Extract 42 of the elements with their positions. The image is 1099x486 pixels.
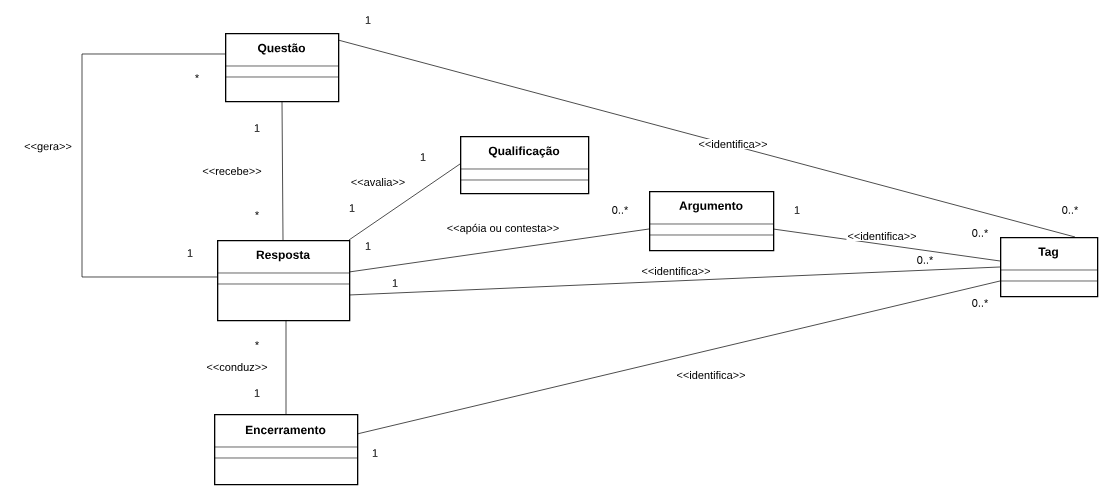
class-box: Argumento [648, 191, 775, 252]
association-line [356, 280, 1001, 435]
edge-label: <<identifica>> [675, 369, 747, 381]
multiplicity: 1 [365, 16, 371, 24]
class-box: Resposta [216, 240, 351, 322]
multiplicity: 1 [420, 153, 426, 161]
multiplicity: 0..* [917, 256, 934, 264]
multiplicity: 0..* [612, 206, 629, 214]
association-line [348, 228, 650, 273]
multiplicity: 1 [254, 389, 260, 397]
class-box: Tag [999, 237, 1099, 298]
multiplicity: * [195, 74, 199, 79]
association-line [81, 53, 226, 278]
multiplicity: 1 [794, 206, 800, 214]
multiplicity: 1 [254, 124, 260, 132]
edge-label: <<avalia>> [349, 176, 407, 188]
association-line [772, 228, 1001, 262]
edge-label: <<identifica>> [697, 138, 769, 150]
multiplicity: 0..* [972, 229, 989, 237]
multiplicity: 1 [187, 249, 193, 257]
class-box: Encerramento [213, 414, 359, 486]
association-line [281, 100, 284, 241]
association-line [337, 39, 1076, 238]
edge-label: <<identifica>> [846, 230, 918, 242]
multiplicity: 0..* [1062, 206, 1079, 214]
association-line [348, 266, 1001, 296]
multiplicity: * [255, 211, 259, 216]
multiplicity: * [255, 341, 259, 346]
association-line [285, 319, 287, 415]
multiplicity: 1 [392, 279, 398, 287]
multiplicity: 1 [349, 204, 355, 212]
multiplicity: 1 [365, 242, 371, 250]
multiplicity: 1 [372, 449, 378, 457]
multiplicity: 0..* [972, 299, 989, 307]
association-line [348, 163, 461, 241]
edge-label: <<recebe>> [201, 165, 263, 177]
class-box: Qualificação [459, 136, 590, 195]
edge-label: <<identifica>> [640, 265, 712, 277]
edge-label: <<gera>> [23, 142, 73, 154]
edge-label: <<apóia ou contesta>> [445, 222, 561, 236]
edge-label: <<conduz>> [205, 361, 269, 373]
class-box: Questão [224, 33, 340, 103]
